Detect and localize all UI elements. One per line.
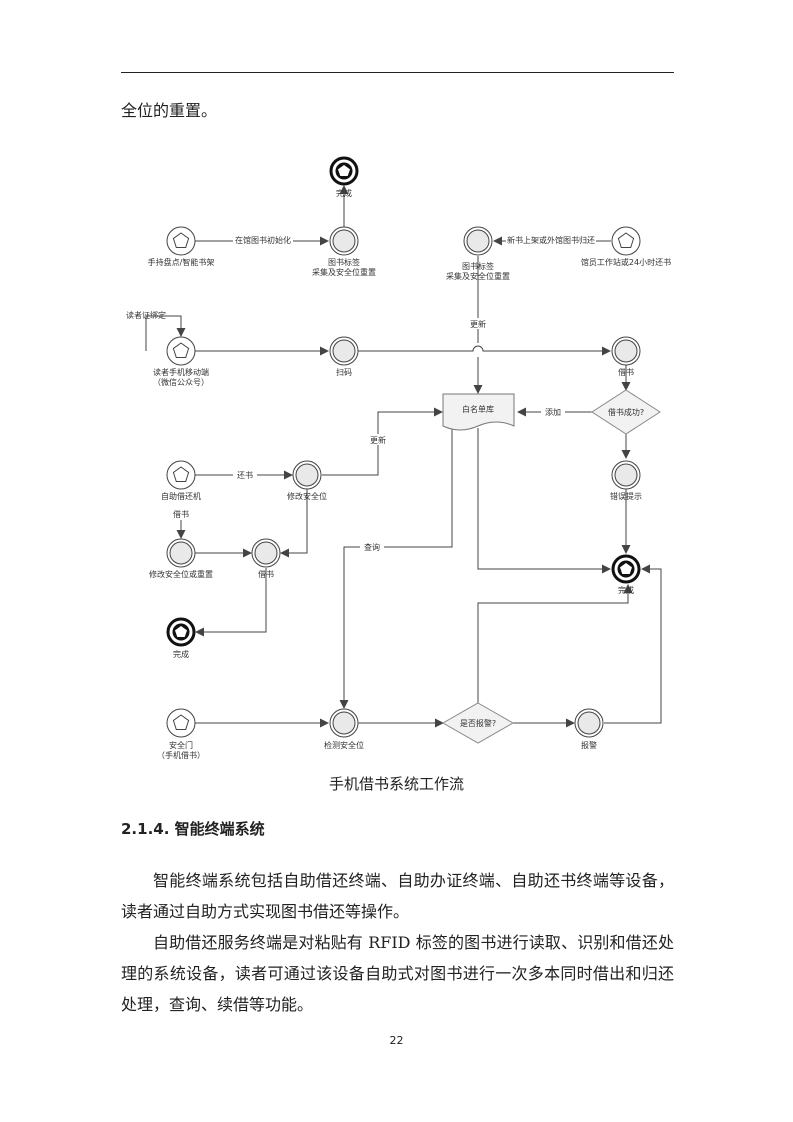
label-mobile-2: （微信公众号）	[153, 377, 209, 387]
label-tag1: 图书标签	[328, 257, 360, 267]
edge-label-query: 查询	[364, 542, 380, 552]
paragraph: 智能终端系统包括自助借还终端、自助办证终端、自助还书终端等设备，读者通过自助方式…	[121, 871, 674, 921]
label-modify: 修改安全位	[287, 491, 327, 501]
label-gate-2: （手机借书）	[157, 750, 205, 760]
label-done-left: 完成	[173, 649, 189, 659]
connectors	[145, 185, 662, 728]
start-event-kiosk	[166, 460, 196, 490]
task-check	[329, 708, 359, 738]
pentagon-icon	[172, 232, 190, 248]
edge-label-borrow-book: 借书	[173, 509, 189, 519]
edge-label-init: 在馆图书初始化	[235, 235, 291, 245]
label-borrow-mid: 借书	[258, 569, 274, 579]
task-error	[611, 460, 641, 490]
end-event-left	[166, 617, 196, 647]
decision-alarm	[441, 702, 515, 744]
pentagon-icon	[617, 232, 635, 248]
start-event-mobile	[166, 336, 196, 366]
section-heading: 2.1.4. 智能终端系统	[121, 820, 265, 838]
label-handheld: 手持盘点/智能书架	[148, 257, 215, 267]
edge-label-add: 添加	[545, 407, 561, 417]
label-tag2: 图书标签	[462, 261, 494, 271]
node-labels: 完成 手持盘点/智能书架 图书标签 采集及安全位重置 图书标签 采集及安全位重置…	[148, 188, 671, 760]
header-rule	[121, 72, 674, 73]
start-event-handheld	[166, 226, 196, 256]
edge-label-update-1: 更新	[470, 319, 486, 329]
edge-label-update-2: 更新	[370, 435, 386, 445]
task-borrow-mid	[251, 538, 281, 568]
decision-success	[591, 389, 661, 435]
pentagon-icon	[620, 563, 632, 574]
label-tag2-2: 采集及安全位重置	[446, 271, 510, 281]
label-tag1-2: 采集及安全位重置	[312, 267, 376, 277]
paragraph: 自助借还服务终端是对粘贴有 RFID 标签的图书进行读取、识别和借还处理的系统设…	[121, 933, 674, 1014]
task-alarm	[574, 708, 604, 738]
label-alarm-q: 是否报警?	[460, 718, 496, 728]
figure-caption: 手机借书系统工作流	[328, 775, 464, 793]
label-done-top: 完成	[336, 188, 352, 198]
label-alarm: 报警	[581, 740, 597, 750]
label-workstation: 馆员工作站或24小时还书	[581, 257, 671, 267]
edge-labels: 在馆图书初始化 新书上架或外馆图书归还 读者证绑定 更新 添加 更新 还书 借书…	[126, 235, 596, 552]
task-modify	[292, 460, 322, 490]
label-success: 借书成功?	[608, 407, 644, 417]
task-borrow-right	[611, 336, 641, 366]
label-kiosk: 自助借还机	[161, 491, 201, 501]
pentagon-icon	[338, 165, 350, 176]
whitelist-document	[442, 393, 515, 431]
label-borrow-right: 借书	[618, 367, 634, 377]
pentagon-icon	[172, 466, 190, 482]
task-tag1	[329, 226, 359, 256]
end-event-right	[611, 554, 641, 584]
task-modify-reset	[166, 538, 196, 568]
label-whitelist: 白名单库	[462, 404, 494, 414]
label-check: 检测安全位	[324, 740, 364, 750]
task-nodes	[166, 226, 641, 738]
edge-label-new-return: 新书上架或外馆图书归还	[507, 235, 595, 245]
pentagon-icon	[175, 626, 187, 637]
label-done-right: 完成	[618, 585, 634, 595]
task-scan	[329, 336, 359, 366]
label-gate: 安全门	[169, 740, 193, 750]
end-event-top	[329, 156, 359, 186]
label-mobile: 读者手机移动端	[153, 367, 209, 377]
edge-label-bind: 读者证绑定	[126, 310, 166, 320]
lead-text: 全位的重置。	[121, 101, 218, 120]
start-event-gate	[166, 708, 196, 738]
task-tag2	[463, 226, 493, 256]
label-modify-reset: 修改安全位或重置	[149, 569, 213, 579]
pentagon-icon	[172, 714, 190, 730]
pentagon-icon	[172, 342, 190, 358]
edge-label-return-book: 还书	[237, 470, 253, 480]
label-scan: 扫码	[336, 367, 352, 377]
start-event-workstation	[611, 226, 641, 256]
page-number: 22	[389, 1034, 404, 1047]
label-error: 错误提示	[610, 491, 642, 501]
